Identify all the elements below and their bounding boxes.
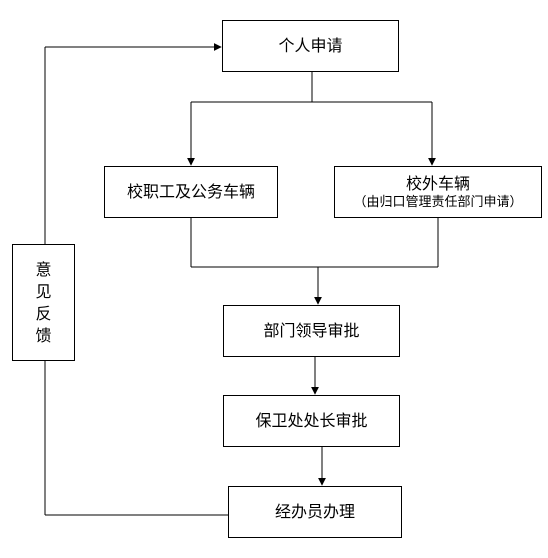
node-security-chief-label: 保卫处处长审批 — [255, 411, 368, 430]
node-security-chief-approval: 保卫处处长审批 — [223, 395, 400, 447]
node-feedback-label: 意 见 反 馈 — [35, 259, 51, 347]
node-personal-apply: 个人申请 — [222, 20, 399, 72]
node-personal-apply-label: 个人申请 — [278, 36, 343, 55]
node-dept-leader-label: 部门领导审批 — [263, 321, 360, 340]
node-dept-leader-approval: 部门领导审批 — [223, 305, 400, 357]
node-outside-vehicle-label: 校外车辆 — [405, 173, 470, 193]
node-clerk-handling: 经办员办理 — [228, 486, 402, 538]
node-outside-vehicle: 校外车辆 （由归口管理责任部门申请） — [334, 166, 542, 218]
feedback-char: 见 — [35, 281, 52, 301]
node-outside-vehicle-note: （由归口管理责任部门申请） — [353, 194, 523, 210]
feedback-char: 反 — [35, 303, 52, 323]
node-feedback: 意 见 反 馈 — [12, 244, 75, 361]
node-clerk-label: 经办员办理 — [274, 502, 355, 521]
node-staff-vehicle: 校职工及公务车辆 — [104, 166, 278, 218]
node-staff-vehicle-label: 校职工及公务车辆 — [126, 182, 255, 201]
feedback-char: 意 — [35, 259, 52, 279]
feedback-char: 馈 — [35, 325, 52, 345]
